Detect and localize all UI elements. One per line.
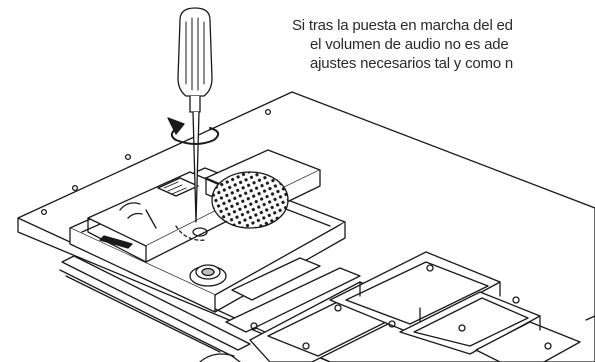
name-card-window — [225, 257, 361, 333]
instruction-line-2: el volumen de audio no es ade — [310, 36, 509, 53]
instruction-line-1: Si tras la puesta en marcha del ed — [292, 17, 513, 34]
speaker-grille — [205, 149, 321, 229]
instruction-text: Si tras la puesta en marcha del ed el vo… — [292, 16, 595, 73]
frame-rail — [59, 255, 251, 362]
directory-modules — [249, 251, 581, 362]
screwdriver-icon — [177, 7, 213, 223]
bottom-rim — [199, 315, 595, 362]
push-button — [189, 264, 227, 287]
rotate-arrow-icon — [167, 117, 220, 145]
instruction-line-3: ajustes necesarios tal y como n — [310, 55, 514, 72]
